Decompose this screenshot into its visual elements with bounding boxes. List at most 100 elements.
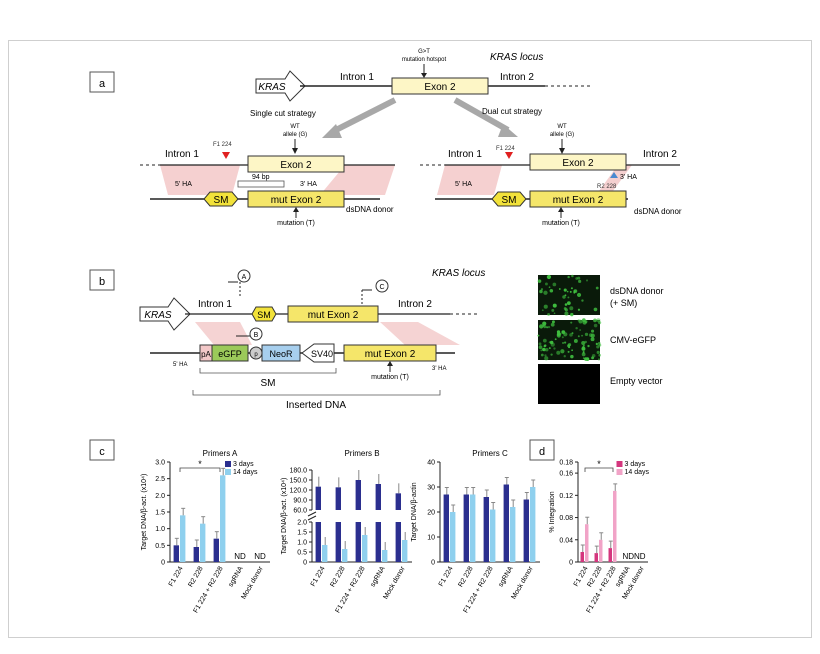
y-tick-label: 60.0 [293, 508, 307, 515]
cell-dot [551, 308, 555, 312]
bp-bracket [237, 180, 285, 188]
bar [315, 522, 321, 562]
wt-line2-left: allele (G) [283, 132, 307, 138]
micrograph-donor [538, 275, 600, 315]
y-tick-label: 0.12 [559, 493, 573, 500]
cell-dot [562, 295, 566, 299]
sm-label-b: SM [257, 310, 271, 320]
panel-a: a KRAS locus G>T mutation hotspot KRAS I… [89, 49, 682, 227]
cell-dot [573, 339, 578, 343]
wt-arrowhead-right [559, 148, 565, 154]
cell-dot [591, 329, 595, 333]
cell-dot [554, 338, 557, 341]
bar [355, 522, 361, 562]
cell-dot [561, 336, 564, 339]
bar [594, 553, 598, 562]
y-tick-label: 0.08 [559, 515, 573, 522]
kras-arrow-b [139, 297, 191, 331]
wt-line1-left: WT [290, 124, 300, 130]
cell-dot [562, 342, 564, 344]
ha5-label-b: 5' HA [173, 362, 187, 368]
y-tick-label: 1.5 [297, 530, 307, 537]
bar [503, 484, 509, 562]
nd-label: ND [254, 552, 266, 561]
y-tick-label: 20 [427, 510, 435, 517]
y-axis-label: % Integration [549, 491, 556, 532]
cell-dot [556, 330, 561, 334]
cell-dot [549, 340, 554, 345]
y-tick-label: 2.0 [297, 520, 307, 527]
y-axis-label: Target DNA/β-act. (x10⁴) [141, 474, 148, 551]
marker-a-circle [237, 269, 251, 283]
legend-swatch [616, 461, 623, 467]
significance-star: * [597, 459, 601, 469]
cell-dot [553, 347, 556, 350]
y-tick-label: 0 [431, 560, 435, 567]
bar [193, 547, 199, 562]
panel-d-label-box [529, 439, 555, 461]
hotspot-line1: G>T [418, 49, 430, 55]
cell-dot [577, 276, 581, 280]
ha3-shade-b [380, 322, 460, 345]
marker-b: B [254, 332, 259, 339]
cell-dot [564, 311, 569, 316]
cell-dot [542, 321, 547, 326]
micrograph-donor-cells [537, 274, 599, 317]
cell-dot [564, 308, 568, 312]
intron1-b: Intron 1 [198, 299, 232, 310]
cell-dot [539, 324, 544, 329]
cell-dot [548, 347, 551, 350]
cell-dot [544, 354, 547, 357]
mutation-arrowhead-right [558, 207, 564, 212]
sm-box-b [251, 306, 277, 322]
cell-dot [598, 353, 602, 357]
bar [443, 494, 449, 562]
intron2-b: Intron 2 [398, 299, 432, 310]
cell-dot [561, 330, 564, 333]
single-cut-arrow [330, 97, 397, 135]
cell-dot [558, 288, 561, 290]
y-tick-label: 0.5 [297, 550, 307, 557]
mut-exon2-label-b: mut Exon 2 [365, 349, 416, 360]
sm-bracket-label: SM [261, 378, 276, 389]
cell-dot [542, 347, 546, 352]
cell-dot [593, 323, 598, 328]
cell-dot [551, 320, 555, 324]
cell-dot [577, 308, 581, 311]
cell-dot [564, 341, 567, 344]
y-tick-label: 150.0 [289, 478, 307, 485]
cell-dot [569, 290, 572, 293]
cell-dot [581, 352, 586, 357]
axis-break [307, 511, 317, 517]
micrograph-cmv-cells [537, 318, 602, 362]
f1-marker-left [222, 152, 230, 159]
exon2-label-left: Exon 2 [280, 160, 312, 171]
y-axis-label: Target DNA/β-act. (x10⁴) [281, 478, 288, 555]
r2-label-right: R2 228 [597, 184, 617, 190]
cell-dot [570, 312, 574, 317]
mut-exon2-box-right [529, 190, 627, 208]
y-tick-label: 1.0 [297, 540, 307, 547]
cell-dot [598, 343, 602, 347]
ha5-label-right: 5' HA [455, 181, 472, 188]
exon2-box-right [529, 153, 627, 171]
ha5-shade-right [437, 165, 502, 195]
bar [315, 486, 321, 510]
bar [213, 538, 219, 562]
cell-dot [569, 333, 573, 337]
y-tick-label: 3.0 [155, 460, 165, 467]
cell-dot [567, 350, 570, 353]
significance-star: * [198, 459, 202, 469]
cell-dot [543, 304, 548, 309]
intron1-left: Intron 1 [165, 149, 199, 160]
micro-label-donor: dsDNA donor [610, 286, 664, 296]
cell-dot [537, 334, 540, 337]
wt-line1-right: WT [557, 124, 567, 130]
bar [395, 493, 401, 510]
cell-dot [598, 321, 602, 325]
bar [530, 487, 536, 562]
chart-title: Primers A [203, 449, 238, 458]
marker-c: C [379, 284, 384, 291]
bar [173, 545, 179, 562]
